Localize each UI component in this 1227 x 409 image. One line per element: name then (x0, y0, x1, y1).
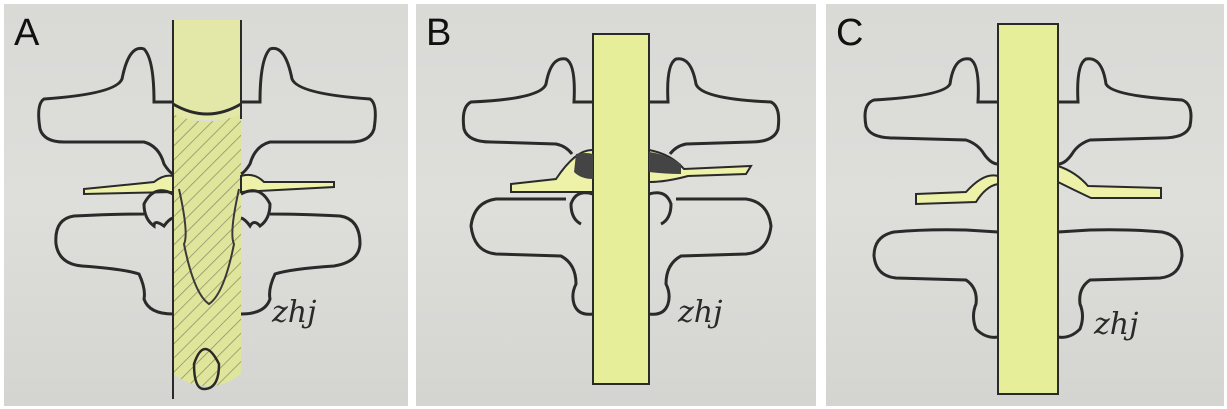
panel-a: A zhj (4, 4, 408, 406)
compressed-cord-region (173, 114, 241, 387)
spine-sketch-c: zhj (826, 4, 1224, 406)
disc-left (916, 175, 998, 204)
panel-b: B zhj (416, 4, 816, 406)
spine-sketch-b: zhj (416, 4, 816, 406)
lower-vertebra-left (56, 191, 173, 314)
upper-vertebra-right (649, 59, 779, 154)
upper-vertebra-left (463, 59, 593, 154)
lower-vertebra-left (471, 193, 593, 315)
upper-vertebra-right (1058, 59, 1191, 164)
spinal-cord-upper (173, 20, 241, 120)
spinal-cord (998, 24, 1058, 394)
panel-c: C zhj (826, 4, 1224, 406)
upper-vertebra-left (865, 59, 998, 164)
lower-vertebra-left (874, 230, 998, 338)
signature: zhj (1093, 307, 1138, 342)
signature: zhj (271, 295, 316, 330)
disc-right (1058, 166, 1161, 198)
upper-vertebra-right (241, 48, 375, 174)
spine-sketch-a: zhj (4, 4, 408, 406)
upper-vertebra-left (39, 48, 173, 174)
spinal-cord (593, 34, 649, 384)
signature: zhj (677, 295, 722, 330)
